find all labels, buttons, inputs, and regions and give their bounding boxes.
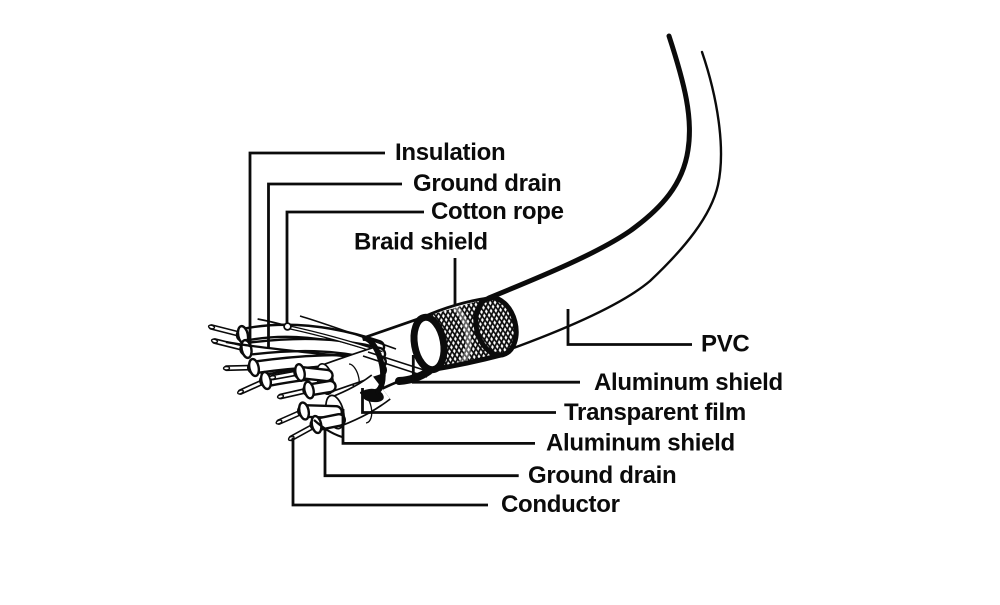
- svg-text:Braid shield: Braid shield: [354, 229, 488, 256]
- svg-text:PVC: PVC: [701, 331, 749, 358]
- svg-text:Aluminum shield: Aluminum shield: [546, 430, 735, 457]
- svg-text:Conductor: Conductor: [501, 491, 620, 518]
- svg-text:Ground drain: Ground drain: [528, 462, 676, 489]
- svg-text:Aluminum shield: Aluminum shield: [594, 369, 783, 396]
- svg-text:Cotton rope: Cotton rope: [431, 198, 564, 225]
- svg-text:Transparent film: Transparent film: [564, 399, 746, 426]
- svg-text:Insulation: Insulation: [395, 139, 505, 166]
- svg-text:Ground drain: Ground drain: [413, 170, 561, 197]
